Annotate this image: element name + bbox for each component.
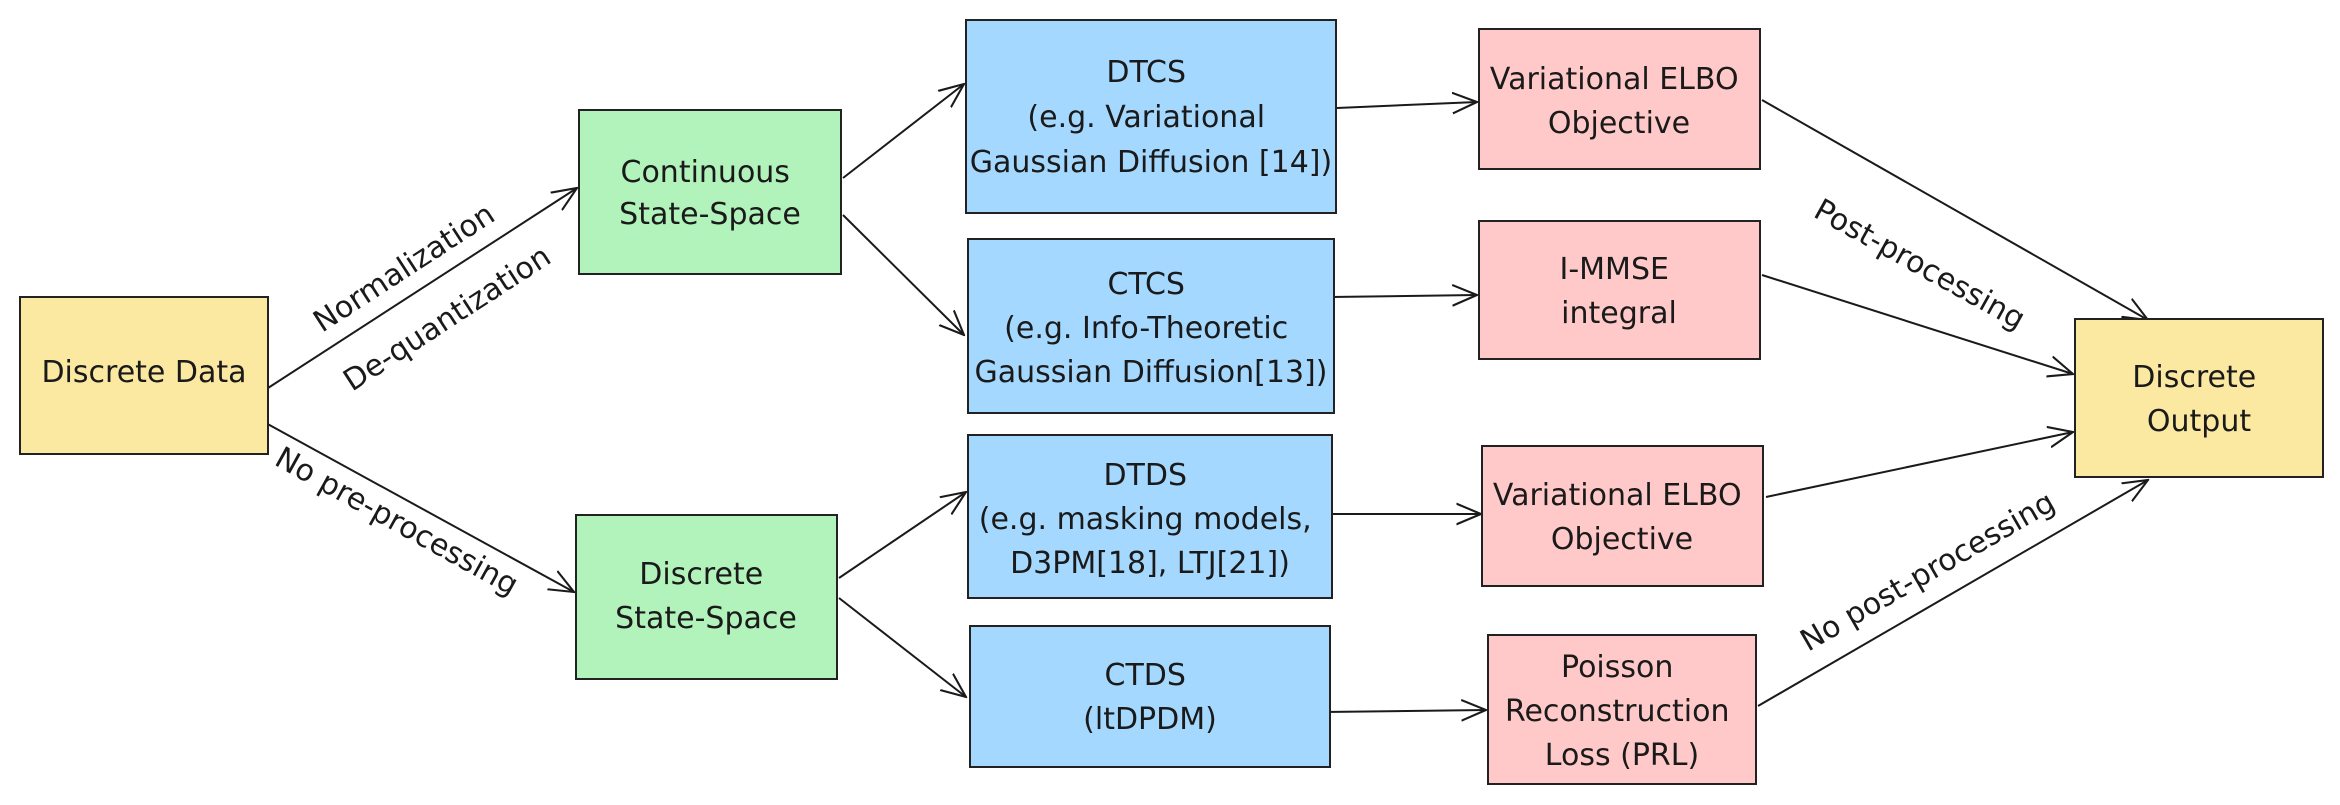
svg-text:CTCS (e.g. Info-Theoreti: CTCS (e.g. Info-Theoretic Gaussian Diffu… [975,267,1328,390]
node-prl: Poisson Reconstruction Loss (PRL) [1487,634,1757,785]
immse-line1: I-MMSE [1560,252,1669,287]
immse-line2: integral [1561,296,1677,331]
elbo1-line1: Variational ELBO [1490,62,1739,97]
edge-discrete-to-dtds [838,492,966,579]
node-ctcs: CTCS (e.g. Info-Theoretic Gaussian Diffu… [967,238,1335,414]
svg-text:I-MMSE integral: I-MMSE integral [1560,252,1679,331]
edge-continuous-to-ctcs [842,214,964,335]
continuous-ss-line2: State-Space [619,197,801,232]
node-discrete-output: Discrete Output [2074,318,2324,478]
discrete-output-line2: Output [2147,404,2251,439]
edge-prl-to-output [1757,480,2148,707]
edge-data-to-continuous [267,188,577,389]
dtcs-line1: DTCS [1106,55,1186,90]
edge-ctds-to-prl [1323,710,1486,712]
edge-data-to-discrete [263,421,574,592]
node-dtds: DTDS (e.g. masking models, D3PM[18], LTJ… [967,434,1333,599]
elbo1-line2: Objective [1548,106,1690,141]
svg-text:DTCS (e.g. Variational: DTCS (e.g. Variational Gaussian Diffusio… [970,55,1332,180]
ctcs-line1: CTCS [1107,267,1185,302]
label-dequantization: De-quantization [337,239,557,399]
label-no-postprocessing: No post-processing [1795,485,2062,659]
svg-text:Discrete State-Space: Discrete State-Space [615,557,797,636]
continuous-ss-line1: Continuous [621,155,790,190]
edge-dtcs-to-elbo1 [1336,102,1477,108]
node-discrete-state-space: Discrete State-Space [575,514,838,680]
edge-immse-to-output [1761,274,2073,374]
elbo2-line2: Objective [1551,522,1693,557]
svg-text:Discrete Output: Discrete Output [2132,360,2265,439]
ctcs-line3: Gaussian Diffusion[13]) [975,355,1328,390]
ctds-line2: (ltDPDM) [1083,702,1217,737]
node-elbo-2: Variational ELBO Objective [1481,445,1764,587]
node-discrete-data: Discrete Data [19,296,269,455]
svg-text:Variational ELBO Objecti: Variational ELBO Objective [1493,478,1751,557]
dtcs-line3: Gaussian Diffusion [14]) [970,145,1332,180]
edges [263,84,2148,712]
edge-elbo2-to-output [1765,432,2073,498]
node-elbo-1: Variational ELBO Objective [1478,28,1761,170]
svg-text:Variational ELBO Objecti: Variational ELBO Objective [1490,62,1748,141]
node-continuous-state-space: Continuous State-Space [578,109,842,275]
edge-discrete-to-ctds [838,597,966,697]
discrete-data-label: Discrete Data [41,355,246,390]
node-immse: I-MMSE integral [1478,220,1761,360]
discrete-ss-line2: State-Space [615,601,797,636]
ctds-line1: CTDS [1105,658,1186,693]
node-ctds: CTDS (ltDPDM) [969,625,1331,768]
prl-line1: Poisson [1561,650,1673,685]
node-dtcs: DTCS (e.g. Variational Gaussian Diffusio… [965,19,1337,214]
edge-continuous-to-dtcs [842,84,964,179]
label-postprocessing: Post-processing [1808,192,2031,337]
dtds-line2: (e.g. masking models, [979,502,1312,537]
edge-elbo1-to-output [1761,99,2148,320]
dtds-line3: D3PM[18], LTJ[21]) [1010,546,1290,581]
discrete-ss-line1: Discrete [639,557,763,592]
prl-line2: Reconstruction [1505,694,1730,729]
svg-text:Continuous State-Space: Continuous State-Space [619,155,801,232]
dtds-line1: DTDS [1103,458,1187,493]
discrete-output-line1: Discrete [2132,360,2256,395]
svg-text:Discrete Data: Discrete Data [41,355,246,390]
ctcs-line2: (e.g. Info-Theoretic [1004,311,1288,346]
edge-ctcs-to-immse [1330,295,1477,297]
svg-text:Poisson Reconstruction: Poisson Reconstruction Loss (PRL) [1505,650,1739,773]
label-no-preprocessing: No pre-processing [269,440,524,602]
svg-text:CTDS (ltDPDM): CTDS (ltDPDM) [1083,658,1217,737]
dtcs-line2: (e.g. Variational [1027,100,1265,135]
svg-text:DTDS (e.g. masking model: DTDS (e.g. masking models, D3PM[18], LTJ… [979,458,1321,581]
elbo2-line1: Variational ELBO [1493,478,1742,513]
prl-line3: Loss (PRL) [1545,738,1699,773]
